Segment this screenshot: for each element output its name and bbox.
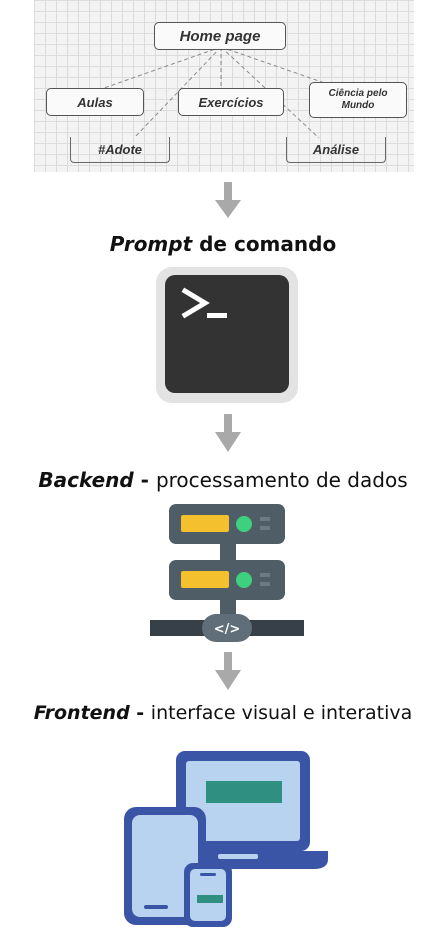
node-home-page: Home page <box>154 22 286 50</box>
backend-heading: Backend - processamento de dados <box>38 468 408 492</box>
down-arrow-icon <box>215 414 241 452</box>
terminal-screen <box>165 275 289 393</box>
responsive-devices-icon <box>124 751 328 927</box>
node-aulas: Aulas <box>46 88 144 116</box>
node-adote: #Adote <box>70 137 170 163</box>
down-arrow-icon <box>215 652 241 690</box>
terminal-icon <box>156 267 298 403</box>
server-stack-icon: </> <box>150 504 304 642</box>
terminal-prompt-glyph <box>181 287 227 319</box>
prompt-heading: Prompt de comando <box>109 232 337 256</box>
code-tag-label: </> <box>214 622 241 637</box>
down-arrow-icon <box>215 182 241 218</box>
frontend-heading: Frontend - interface visual e interativa <box>33 702 413 724</box>
node-ciencia-pelo-mundo: Ciência pelo Mundo <box>309 82 407 118</box>
link-aulas <box>103 46 222 89</box>
node-exercicios: Exercícios <box>178 88 284 116</box>
sitemap-diagram: Home page Aulas Exercícios Ciência pelo … <box>34 0 414 172</box>
node-analise: Análise <box>286 137 386 163</box>
